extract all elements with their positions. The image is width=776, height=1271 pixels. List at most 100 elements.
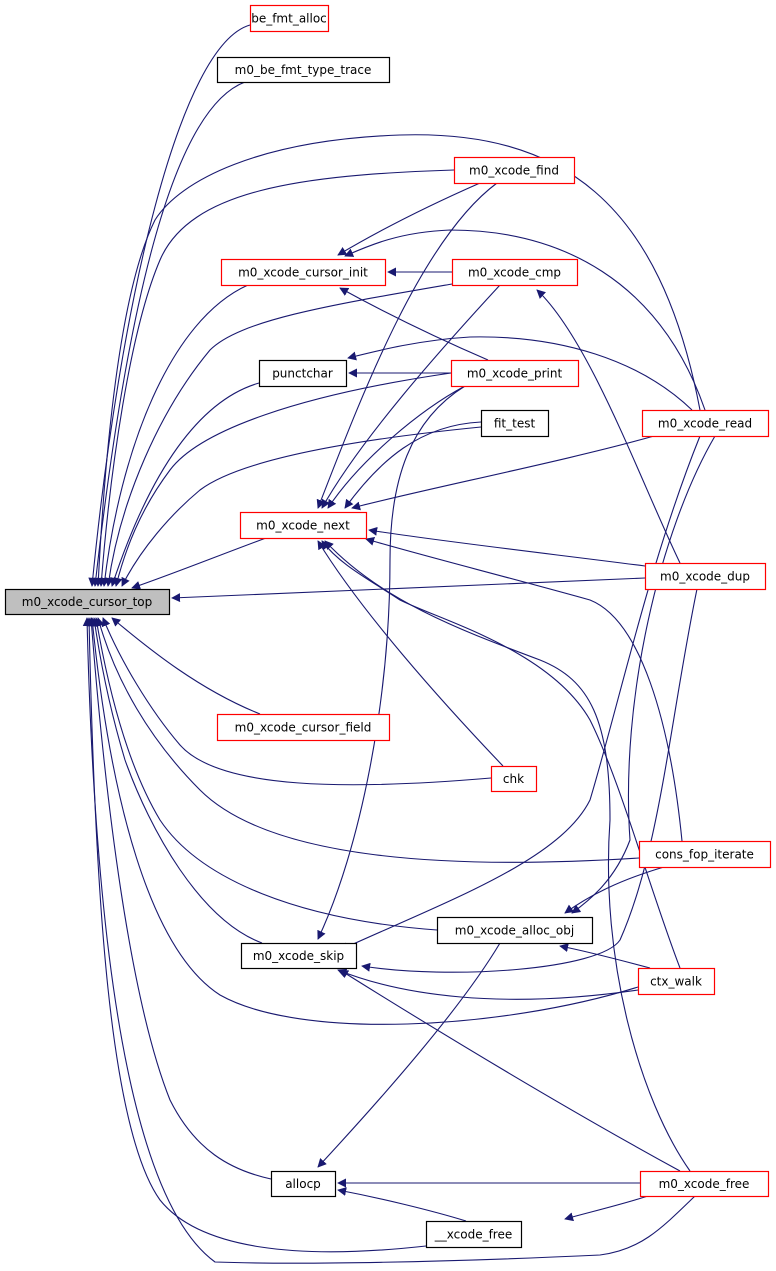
node-box[interactable] bbox=[641, 409, 770, 438]
edge-ctx_walk-to-m0_xcode_next bbox=[321, 540, 681, 969]
node-m0_xcode_alloc_obj[interactable]: m0_xcode_alloc_obj bbox=[436, 916, 594, 945]
edge-m0_xcode_dup-to-m0_xcode_cmp bbox=[536, 289, 681, 564]
edge-m0_xcode_find-to-m0_xcode_cursor_init bbox=[337, 182, 481, 256]
node-label: m0_xcode_skip bbox=[253, 949, 344, 963]
node-box[interactable] bbox=[425, 1220, 523, 1249]
edge-cons_fop_iterate-to-m0_xcode_cursor_top bbox=[95, 617, 640, 863]
edge-m0_xcode_print-to-m0_xcode_skip bbox=[317, 385, 466, 940]
node-label: m0_xcode_next bbox=[256, 519, 350, 533]
node-box[interactable] bbox=[490, 765, 538, 793]
edge-m0_xcode_alloc_obj-to-m0_xcode_cursor_top bbox=[92, 617, 438, 931]
node-punctchar[interactable]: punctchar bbox=[258, 359, 348, 388]
node-m0_xcode_read[interactable]: m0_xcode_read bbox=[641, 409, 770, 438]
node-box[interactable] bbox=[480, 409, 550, 438]
node-label: m0_xcode_print bbox=[467, 367, 563, 381]
edge-m0_xcode_skip-to-m0_xcode_cursor_top bbox=[90, 617, 263, 944]
edge-m0_xcode_read-to-m0_xcode_alloc_obj bbox=[571, 435, 716, 914]
edge-ctx_walk-to-m0_xcode_cursor_top bbox=[88, 617, 639, 1025]
edge-m0_xcode_find-to-m0_xcode_next bbox=[316, 182, 498, 509]
edge-m0_xcode_free-to-m0_xcode_cursor_top bbox=[82, 617, 696, 1264]
node-label: m0_xcode_dup bbox=[660, 570, 750, 584]
edge-m0_xcode_dup-to-m0_xcode_cursor_top bbox=[171, 577, 646, 603]
edge-m0_xcode_print-to-m0_xcode_next bbox=[327, 385, 466, 509]
node-m0_xcode_dup[interactable]: m0_xcode_dup bbox=[644, 562, 767, 591]
node-label: m0_xcode_cursor_field bbox=[235, 721, 372, 735]
node-label: m0_be_fmt_type_trace bbox=[235, 63, 372, 77]
edge-chk-to-m0_xcode_cursor_top bbox=[101, 617, 492, 786]
node-box[interactable] bbox=[450, 359, 580, 388]
node-label: ctx_walk bbox=[650, 975, 702, 989]
node-box[interactable] bbox=[638, 840, 772, 869]
node-m0_xcode_free[interactable]: m0_xcode_free bbox=[639, 1170, 770, 1198]
node-m0_xcode_cmp[interactable]: m0_xcode_cmp bbox=[451, 258, 579, 287]
edge-m0_xcode_free-to-m0_xcode_skip bbox=[339, 969, 681, 1172]
node-box[interactable] bbox=[637, 967, 716, 996]
node-box[interactable] bbox=[436, 916, 594, 945]
node-label: m0_xcode_cursor_top bbox=[22, 595, 152, 609]
edge-ctx_walk-to-m0_xcode_alloc_obj bbox=[559, 943, 651, 969]
edge-m0_xcode_free-to-__xcode_free bbox=[564, 1195, 649, 1222]
node-m0_xcode_skip[interactable]: m0_xcode_skip bbox=[240, 942, 358, 970]
node-m0_xcode_print[interactable]: m0_xcode_print bbox=[450, 359, 580, 388]
node-box[interactable] bbox=[240, 942, 358, 970]
node-box[interactable] bbox=[220, 258, 387, 287]
edge-cons_fop_iterate-to-m0_xcode_next bbox=[365, 536, 683, 842]
edge-m0_be_fmt_type_trace-to-m0_xcode_cursor_top bbox=[91, 81, 246, 587]
edge-m0_xcode_read-to-punctchar bbox=[347, 336, 693, 411]
node-ctx_walk[interactable]: ctx_walk bbox=[637, 967, 716, 996]
node-box[interactable] bbox=[451, 258, 579, 287]
edge-m0_xcode_cursor_field-to-m0_xcode_cursor_top bbox=[111, 617, 261, 715]
edge-m0_xcode_read-to-m0_xcode_cursor_top bbox=[93, 134, 701, 587]
node-m0_xcode_cursor_top[interactable]: m0_xcode_cursor_top bbox=[4, 588, 171, 616]
node-m0_be_fmt_type_trace[interactable]: m0_be_fmt_type_trace bbox=[216, 56, 391, 84]
edge-allocp-to-m0_xcode_cursor_top bbox=[87, 617, 272, 1180]
node-label: m0_xcode_cursor_init bbox=[238, 266, 368, 280]
node-box[interactable] bbox=[644, 562, 767, 591]
node-label: allocp bbox=[285, 1177, 321, 1191]
edge-m0_xcode_dup-to-m0_xcode_skip bbox=[361, 588, 698, 973]
node-label: m0_xcode_find bbox=[469, 164, 559, 178]
edge-m0_xcode_read-to-m0_xcode_cursor_init bbox=[344, 229, 706, 411]
node-box[interactable] bbox=[4, 588, 171, 616]
node-box[interactable] bbox=[453, 156, 576, 185]
node-box[interactable] bbox=[639, 1170, 770, 1198]
edges-layer bbox=[82, 24, 716, 1264]
edge-m0_xcode_print-to-m0_xcode_cursor_init bbox=[339, 287, 489, 361]
node-label: m0_xcode_free bbox=[659, 1177, 750, 1191]
edge-m0_xcode_read-to-m0_xcode_skip bbox=[339, 435, 701, 951]
node-label: m0_xcode_read bbox=[658, 417, 752, 431]
node-label: fit_test bbox=[494, 417, 536, 431]
edge-__xcode_free-to-allocp bbox=[337, 1187, 467, 1222]
node-allocp[interactable]: allocp bbox=[270, 1170, 337, 1198]
node-box[interactable] bbox=[239, 511, 368, 540]
node-m0_xcode_cursor_init[interactable]: m0_xcode_cursor_init bbox=[220, 258, 387, 287]
node-fit_test[interactable]: fit_test bbox=[480, 409, 550, 438]
edge-m0_xcode_cmp-to-m0_xcode_cursor_top bbox=[104, 283, 453, 587]
edge-m0_xcode_free-to-m0_xcode_next bbox=[324, 540, 691, 1172]
node-m0_xcode_cursor_field[interactable]: m0_xcode_cursor_field bbox=[216, 713, 391, 742]
node-box[interactable] bbox=[216, 713, 391, 742]
node-box[interactable] bbox=[249, 4, 330, 33]
edge-m0_xcode_print-to-m0_xcode_cursor_top bbox=[113, 372, 452, 587]
node-box[interactable] bbox=[216, 56, 391, 84]
edge-m0_xcode_alloc_obj-to-allocp bbox=[317, 942, 501, 1168]
node-label: __xcode_free bbox=[434, 1228, 513, 1242]
node-box[interactable] bbox=[258, 359, 348, 388]
edge-be_fmt_alloc-to-m0_xcode_cursor_top bbox=[88, 24, 251, 587]
node-box[interactable] bbox=[270, 1170, 337, 1198]
node-cons_fop_iterate[interactable]: cons_fop_iterate bbox=[638, 840, 772, 869]
nodes-layer: m0_xcode_cursor_top be_fmt_alloc m0_be_fmt… bbox=[4, 4, 772, 1249]
node-m0_xcode_find[interactable]: m0_xcode_find bbox=[453, 156, 576, 185]
node-be_fmt_alloc[interactable]: be_fmt_alloc bbox=[249, 4, 330, 33]
node-__xcode_free[interactable]: __xcode_free bbox=[425, 1220, 523, 1249]
node-chk[interactable]: chk bbox=[490, 765, 538, 793]
edge-m0_xcode_dup-to-m0_xcode_next bbox=[368, 526, 646, 567]
edge-__xcode_free-to-m0_xcode_cursor_top bbox=[84, 617, 427, 1253]
node-m0_xcode_next[interactable]: m0_xcode_next bbox=[239, 511, 368, 540]
edge-m0_xcode_next-to-m0_xcode_cursor_top bbox=[131, 537, 267, 590]
edge-m0_xcode_read-to-m0_xcode_next bbox=[351, 435, 655, 511]
edge-chk-to-m0_xcode_next bbox=[317, 540, 504, 767]
node-label: m0_xcode_alloc_obj bbox=[455, 924, 574, 938]
node-label: chk bbox=[503, 772, 524, 786]
